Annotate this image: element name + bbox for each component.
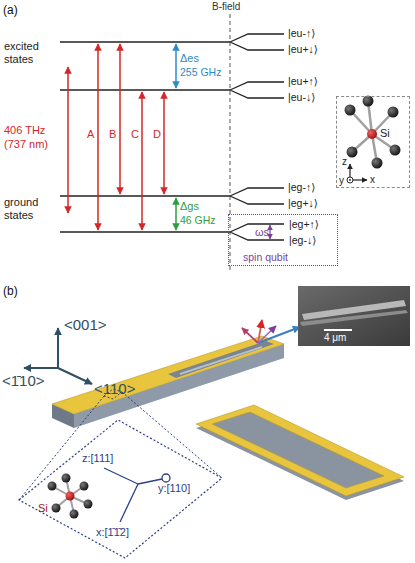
spin-qubit-box: |eg+↑⟩ |eg-↓⟩ ωs spin qubit (228, 214, 338, 266)
carbon-atom (52, 504, 61, 513)
field-label: B-field (212, 1, 240, 13)
splitting-arrow (175, 44, 177, 88)
scale-label: 4 μm (324, 332, 346, 344)
panel-label: (a) (3, 3, 18, 17)
state-label: |eg-↑⟩ (288, 181, 315, 194)
leader-line (19, 396, 104, 500)
sem-beam-shadow (300, 310, 408, 326)
atom-label: Si (380, 127, 390, 140)
state-label: |eu+↑⟩ (288, 75, 318, 88)
sem-inset: 4 μm (298, 286, 410, 346)
carbon-atom (388, 107, 399, 118)
qubit-arrow (269, 225, 270, 239)
carbon-atom (80, 482, 89, 491)
axis-label: z (342, 156, 347, 168)
transition-arrow (119, 44, 121, 194)
zeeman-split (230, 34, 284, 50)
crystal-axis-label: <001> (64, 316, 107, 334)
silicon-atom (367, 129, 377, 139)
carbon-atom (62, 474, 71, 483)
microwave-loop (196, 405, 404, 496)
carbon-atom (345, 105, 356, 116)
wavelength-label: (737 nm) (4, 138, 48, 151)
carbon-atom (372, 158, 383, 169)
scale-bar (324, 329, 352, 331)
state-label: |eg-↓⟩ (289, 234, 316, 247)
state-label: |eg+↓⟩ (288, 197, 318, 210)
zeeman-split (230, 188, 284, 204)
transition-label: A (87, 128, 94, 141)
leader-line (122, 392, 222, 478)
field-arrow (258, 327, 300, 343)
state-label: |eu-↑⟩ (288, 27, 315, 40)
sem-image (298, 286, 410, 346)
splitting-value: 46 GHz (180, 214, 216, 227)
axis-dot (349, 179, 351, 181)
qubit-label: spin qubit (243, 251, 288, 264)
zeeman-split (230, 82, 284, 98)
carbon-atom (70, 510, 79, 519)
cantilever-slot (168, 341, 274, 378)
state-label: |eu-↓⟩ (288, 91, 315, 104)
transition-label: C (131, 128, 139, 141)
crystal-axis-label: <110> (94, 380, 135, 398)
beam-top (52, 336, 284, 414)
panel-label: (b) (3, 284, 18, 298)
field-arrow (258, 326, 276, 343)
state-label: |eu+↓⟩ (288, 43, 318, 56)
zpl-arrow (67, 67, 69, 213)
qubit-frequency: ωs (255, 226, 269, 239)
carbon-atom (347, 147, 358, 158)
state-label: |eg+↑⟩ (289, 218, 319, 231)
axis-label: y:[110] (158, 482, 190, 495)
crystal-axis (57, 328, 59, 368)
energy-level (60, 41, 230, 43)
carbon-atom (48, 482, 57, 491)
carbon-atom (390, 145, 401, 156)
carbon-atom (84, 500, 93, 509)
splitting-label: Δes (180, 52, 199, 65)
carbon-atom (363, 96, 374, 107)
splitting-value: 255 GHz (180, 66, 221, 79)
transition-arrow (97, 44, 99, 230)
crystal-axis (58, 368, 92, 384)
zeeman-split (230, 224, 284, 240)
energy-level (60, 195, 230, 197)
transition-label: D (153, 128, 161, 141)
splitting-label: Δgs (180, 200, 199, 213)
axis-label: x:[1̄1̄2] (96, 526, 129, 539)
axis-line (120, 484, 138, 522)
axis-out-of-page (162, 474, 170, 482)
energy-level (60, 89, 230, 91)
box-outline-shape (19, 420, 222, 558)
axis-label: y (339, 175, 344, 187)
transition-label: B (109, 128, 116, 141)
transition-arrow (141, 92, 143, 230)
field-arrow (242, 328, 258, 343)
splitting-arrow (175, 198, 177, 230)
axis-label: z:[111] (82, 452, 113, 465)
zoom-box: z:[111] y:[110] x:[1̄1̄2] Si (18, 418, 224, 560)
beam-side (74, 344, 284, 428)
crystal-axis-label: <1̄10> (2, 372, 45, 390)
frequency-label: 406 THz (4, 124, 45, 137)
structure-inset: Si zy x (336, 96, 410, 188)
energy-level (60, 231, 230, 233)
crystal-axis (24, 367, 58, 369)
transition-arrow (163, 92, 165, 194)
axis-out-of-page (347, 177, 353, 183)
atom-label: Si (38, 502, 48, 515)
level-group-label: excited states (4, 40, 58, 66)
axis-label: x (370, 174, 375, 186)
axis-line (104, 468, 138, 484)
silicon-atom (66, 492, 75, 501)
cantilever (180, 347, 262, 374)
box-outline (18, 418, 224, 560)
level-group-label: ground states (4, 196, 58, 222)
